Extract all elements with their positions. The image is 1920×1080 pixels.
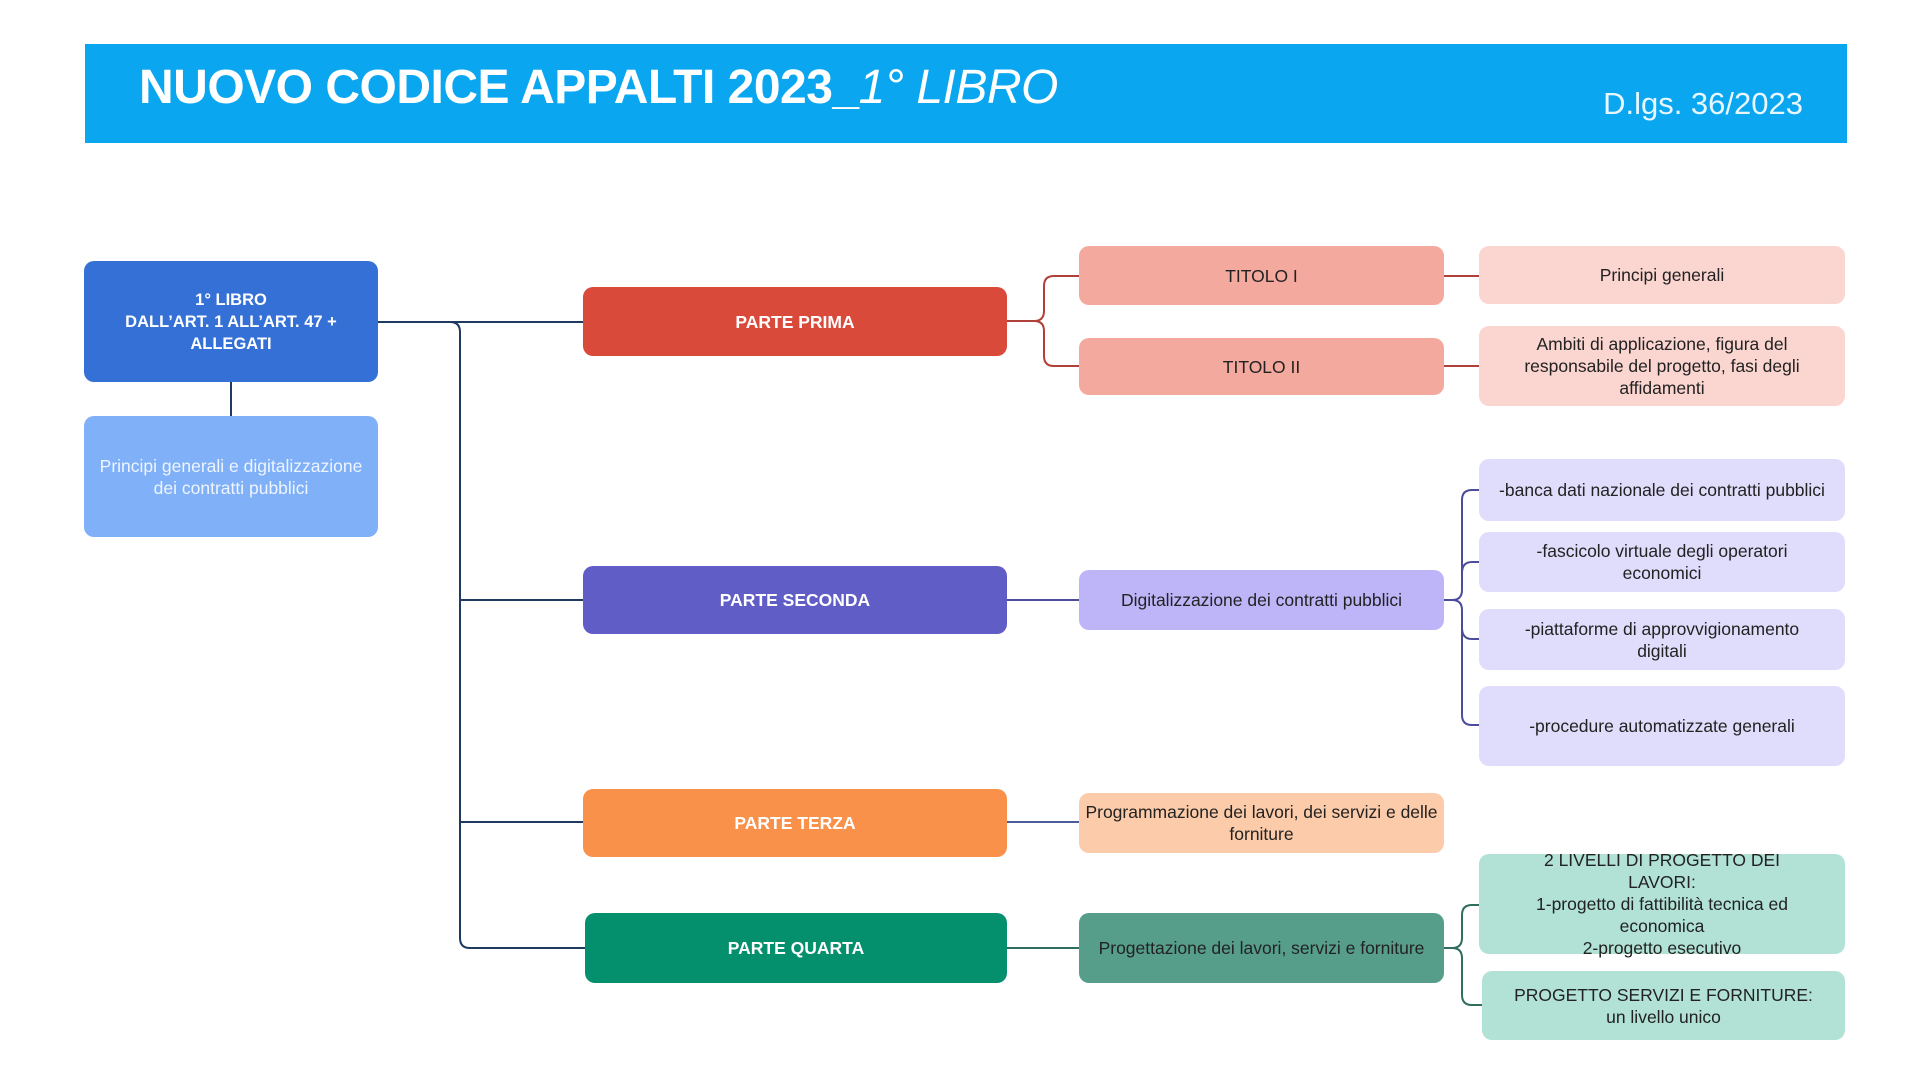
quarta-detail-2-line-2: un livello unico xyxy=(1606,1006,1721,1027)
root-description: Principi generali e digitalizzazione dei… xyxy=(84,416,378,537)
titolo-2: TITOLO II xyxy=(1079,338,1444,395)
root-line-2: DALL’ART. 1 ALL’ART. 47 + xyxy=(125,312,337,331)
programmazione-node: Programmazione dei lavori, dei servizi e… xyxy=(1079,793,1444,853)
progettazione-node: Progettazione dei lavori, servizi e forn… xyxy=(1079,913,1444,983)
page-title: NUOVO CODICE APPALTI 2023_1° LIBRO xyxy=(139,61,1058,114)
page-subtitle: D.lgs. 36/2023 xyxy=(1603,86,1803,121)
parte-prima: PARTE PRIMA xyxy=(583,287,1007,356)
root-line-3: ALLEGATI xyxy=(190,334,272,353)
seconda-detail-3: -piattaforme di approvvigionamento digit… xyxy=(1479,609,1845,670)
quarta-detail-1-line-3: 2-progetto esecutivo xyxy=(1582,938,1742,958)
quarta-bracket xyxy=(1444,904,1482,1006)
titolo-1: TITOLO I xyxy=(1079,246,1444,305)
parte-quarta: PARTE QUARTA xyxy=(585,913,1007,983)
seconda-bracket xyxy=(1444,489,1479,726)
header-banner: NUOVO CODICE APPALTI 2023_1° LIBRO D.lgs… xyxy=(85,44,1847,143)
prima-bracket xyxy=(1007,275,1079,367)
titolo-1-detail: Principi generali xyxy=(1479,246,1845,304)
titolo-detail-lines xyxy=(1444,275,1479,367)
quarta-detail-1: 2 LIVELLI DI PROGETTO DEI LAVORI: 1-prog… xyxy=(1479,850,1845,958)
trunk-line xyxy=(378,321,585,949)
quarta-detail-1-line-2: 1-progetto di fattibilità tecnica ed eco… xyxy=(1536,894,1788,936)
digitalizzazione-node: Digitalizzazione dei contratti pubblici xyxy=(1079,570,1444,630)
parte-seconda: PARTE SECONDA xyxy=(583,566,1007,634)
quarta-detail-2: PROGETTO SERVIZI E FORNITURE: un livello… xyxy=(1482,971,1845,1040)
titolo-2-detail: Ambiti di applicazione, figura del respo… xyxy=(1479,326,1845,406)
root-line-1: 1° LIBRO xyxy=(195,290,267,309)
quarta-detail-1-line-1: 2 LIVELLI DI PROGETTO DEI LAVORI: xyxy=(1543,850,1780,892)
seconda-detail-4: -procedure automatizzate generali xyxy=(1479,686,1845,766)
seconda-detail-1: -banca dati nazionale dei contratti pubb… xyxy=(1479,459,1845,521)
quarta-detail-2-line-1: PROGETTO SERVIZI E FORNITURE: xyxy=(1514,984,1813,1005)
parte-terza: PARTE TERZA xyxy=(583,789,1007,857)
root-node: 1° LIBRO DALL’ART. 1 ALL’ART. 47 + ALLEG… xyxy=(84,261,378,382)
seconda-detail-2: -fascicolo virtuale degli operatori econ… xyxy=(1479,532,1845,592)
